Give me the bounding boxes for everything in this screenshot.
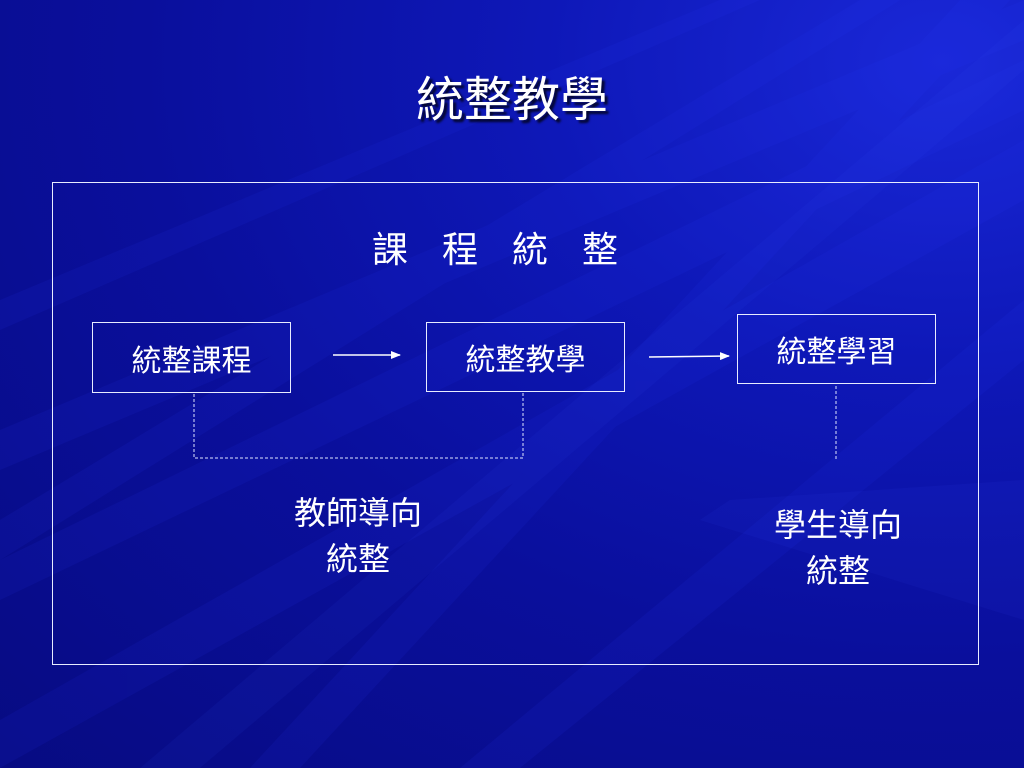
- node-integrated-curriculum: 統整課程: [92, 322, 291, 393]
- diagram-heading: 課程統整: [371, 230, 652, 271]
- diagram-frame: [52, 182, 979, 665]
- teacher-oriented-label: 教師導向 統整: [258, 490, 458, 582]
- node-integrated-learning: 統整學習: [737, 314, 936, 384]
- teacher-label-line1: 教師導向: [293, 494, 422, 532]
- student-label-line1: 學生導向: [773, 506, 902, 544]
- teacher-label-line2: 統整: [325, 540, 390, 578]
- node-integrated-teaching: 統整教學: [426, 322, 625, 392]
- slide-title: 統整教學: [415, 72, 608, 128]
- student-label-line2: 統整: [805, 552, 870, 590]
- student-oriented-label: 學生導向 統整: [738, 502, 938, 594]
